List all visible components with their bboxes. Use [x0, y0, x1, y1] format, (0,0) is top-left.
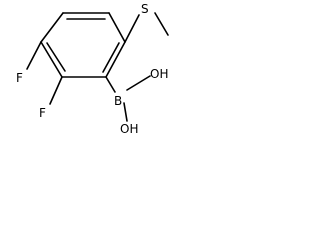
ring-bond-top-left — [40, 12, 64, 43]
bond-boron-to-oh-bottom — [123, 102, 128, 122]
ring-bond-top-right — [108, 12, 126, 43]
fluorine-label-top: F — [16, 71, 23, 85]
bond-ring-to-fluorine-top — [26, 41, 42, 70]
ring-bond-right-lower — [105, 41, 126, 78]
substituent-bonds — [26, 12, 169, 122]
bond-ring-to-boron — [105, 76, 116, 93]
fluorine-label-bottom: F — [39, 106, 46, 120]
ring-inner-bond-left — [46, 42, 66, 72]
bond-ring-to-fluorine-bottom — [49, 76, 63, 105]
sulfur-label: S — [141, 2, 149, 16]
hydroxyl-label-bottom: OH — [120, 122, 138, 136]
boron-label: B — [114, 94, 122, 108]
bond-ring-to-sulfur — [124, 14, 140, 43]
benzene-ring — [40, 12, 126, 78]
atom-labels: S F F B OH OH — [16, 2, 168, 136]
bond-sulfur-to-methyl — [154, 12, 169, 36]
hydroxyl-label-top: OH — [150, 67, 168, 81]
ring-bond-left-lower — [40, 41, 63, 78]
ring-inner-bond-right — [102, 42, 120, 73]
bond-boron-to-oh-top — [126, 75, 151, 91]
chemical-structure-diagram: S F F B OH OH — [16, 2, 169, 136]
